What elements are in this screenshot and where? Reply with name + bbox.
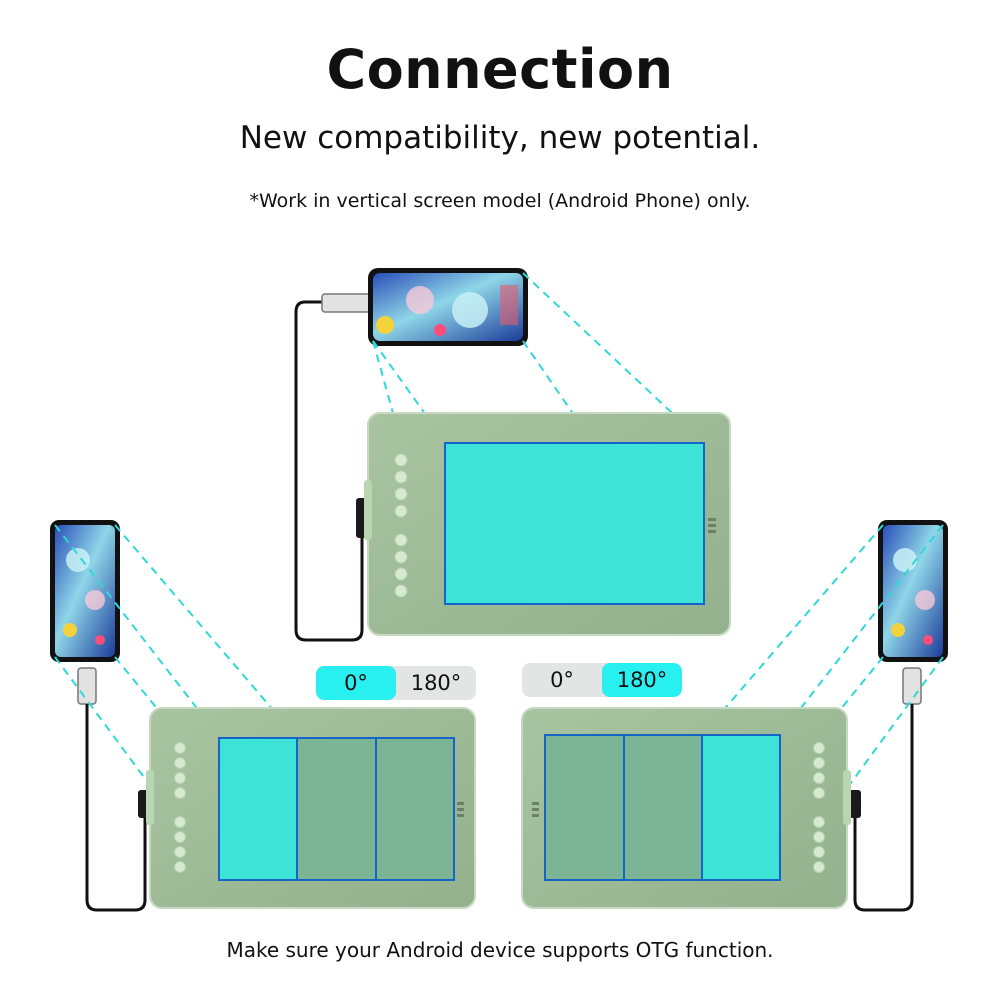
- express-keys: [394, 453, 408, 598]
- tablet-top: [364, 412, 731, 636]
- usb-plug: [321, 293, 373, 313]
- page-subtitle: New compatibility, new potential.: [239, 120, 761, 156]
- express-keys: [174, 742, 186, 873]
- rotation-toggle-right[interactable]: 0° 180°: [522, 663, 682, 697]
- usb-plug: [77, 667, 97, 705]
- right-setup: [521, 520, 948, 912]
- rotation-toggle-left[interactable]: 0° 180°: [316, 666, 476, 700]
- rotation-option-0[interactable]: 0°: [316, 666, 396, 700]
- top-setup: [294, 268, 731, 642]
- usb-cable: [294, 300, 364, 642]
- tablet-right: [521, 707, 851, 909]
- express-keys: [813, 742, 825, 873]
- phone-vertical-left: [50, 520, 120, 662]
- usb-plug-tip: [849, 790, 861, 818]
- phone-horizontal: [368, 268, 528, 346]
- otg-note: Make sure your Android device supports O…: [226, 938, 774, 962]
- rotation-option-180[interactable]: 180°: [602, 663, 682, 697]
- usb-cable: [853, 704, 914, 912]
- rotation-option-0[interactable]: 0°: [550, 668, 574, 692]
- brand-logo-icon: [532, 802, 539, 817]
- usb-plug: [902, 667, 922, 705]
- brand-logo-icon: [457, 802, 464, 817]
- tablet-left: [146, 707, 476, 909]
- usb-cable: [85, 704, 147, 912]
- brand-logo-icon: [708, 518, 716, 533]
- phone-vertical-right: [878, 520, 948, 662]
- page-title: Connection: [326, 38, 674, 101]
- left-setup: [50, 520, 476, 912]
- rotation-option-180[interactable]: 180°: [410, 671, 462, 695]
- compatibility-note: *Work in vertical screen model (Android …: [249, 190, 751, 212]
